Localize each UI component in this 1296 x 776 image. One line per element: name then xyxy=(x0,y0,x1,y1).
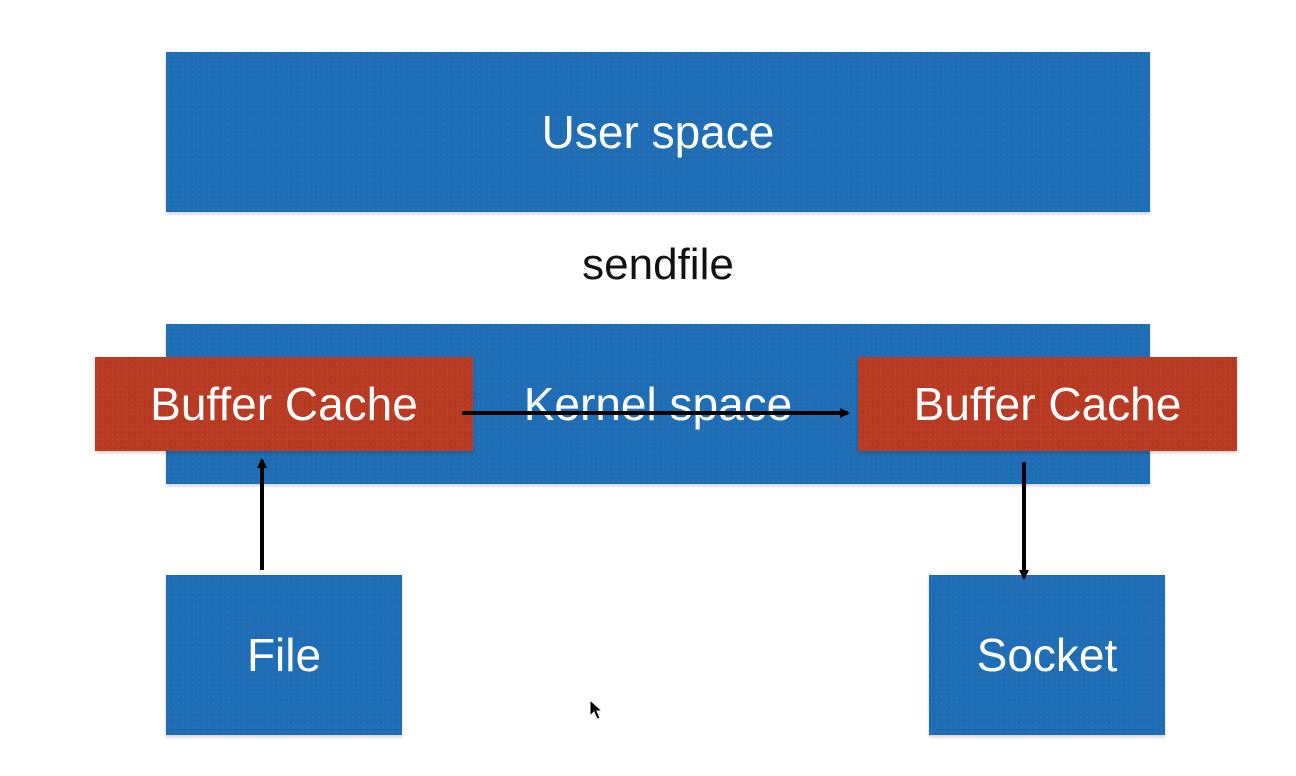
buffer-cache-right-label: Buffer Cache xyxy=(913,378,1182,430)
socket-label: Socket xyxy=(976,629,1118,681)
file-label: File xyxy=(246,629,322,681)
user-space-box: User space xyxy=(166,52,1150,212)
buffer-cache-left-label: Buffer Cache xyxy=(150,378,418,430)
sendfile-label: sendfile xyxy=(582,240,734,289)
socket-box: Socket xyxy=(929,575,1165,735)
buffer-cache-left-box: Buffer Cache xyxy=(95,357,473,451)
file-box: File xyxy=(166,575,402,735)
mouse-cursor-icon xyxy=(589,698,604,720)
buffer-cache-right-box: Buffer Cache xyxy=(858,357,1237,451)
user-space-label: User space xyxy=(541,106,775,158)
kernel-space-label: Kernel space xyxy=(523,378,793,430)
